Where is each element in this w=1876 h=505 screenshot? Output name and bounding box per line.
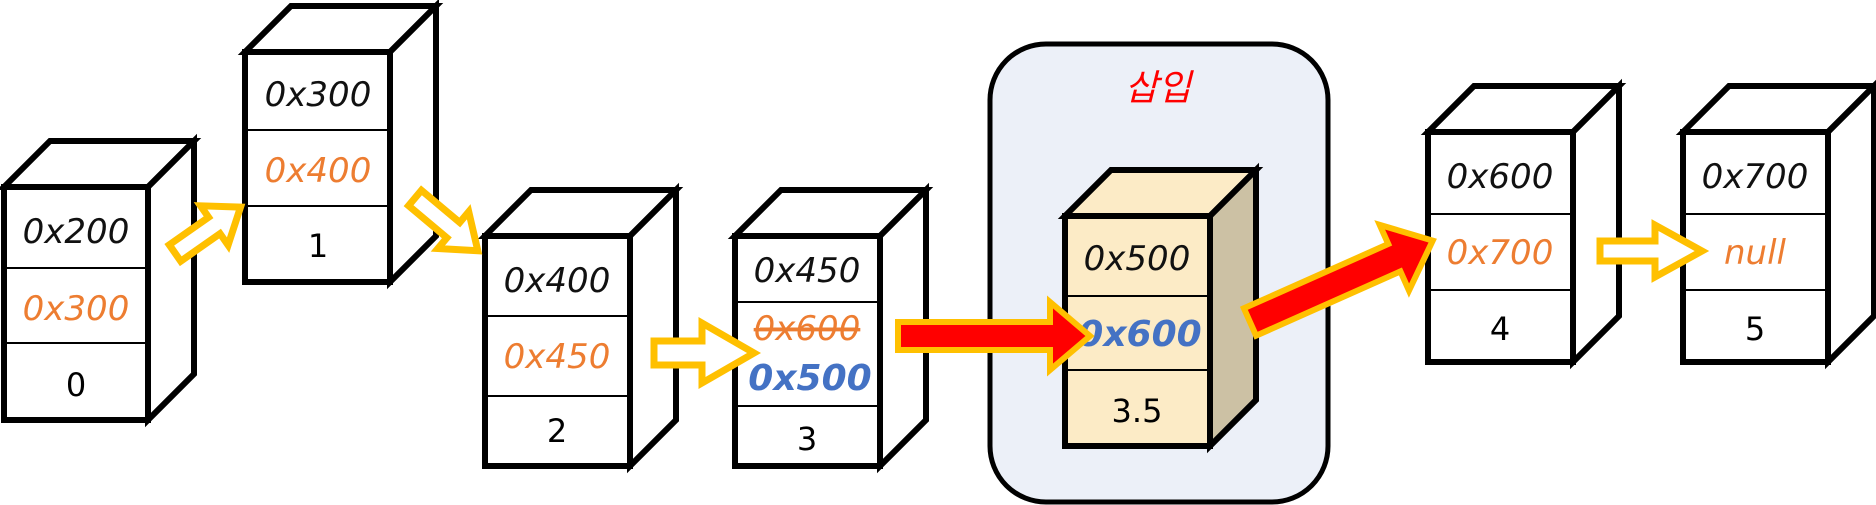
node-3-address: 0x450 (754, 251, 861, 291)
node-2-index: 2 (547, 412, 567, 450)
node-5: 0x700 null 5 (1675, 79, 1876, 370)
arrow-node4-to-node5 (1596, 219, 1710, 283)
node-2-side-face (627, 182, 679, 474)
node-4-address: 0x600 (1447, 157, 1554, 197)
node-1: 0x300 0x400 1 (237, 0, 444, 290)
node-inserted-next-pointer: 0x600 (1078, 314, 1201, 355)
node-4-front-face (1425, 129, 1576, 365)
node-4: 0x600 0x700 4 (1420, 78, 1627, 370)
node-0: 0x200 0x300 0 (0, 133, 202, 428)
node-inserted-address: 0x500 (1084, 239, 1191, 279)
node-3-new-next-pointer: 0x500 (748, 358, 871, 399)
node-2-front-face (482, 233, 633, 469)
node-4-side-face (1570, 78, 1622, 370)
arrow-node2-to-node3 (650, 316, 762, 390)
node-0-side-face (145, 133, 197, 428)
node-3-index: 3 (797, 420, 817, 458)
node-2: 0x400 0x450 2 (477, 182, 684, 474)
node-4-index: 4 (1490, 310, 1510, 348)
node-5-index: 5 (1745, 310, 1765, 348)
node-0-front-face (1, 184, 151, 423)
node-inserted: 0x500 0x600 3.5 (1057, 162, 1264, 454)
node-inserted-front-face (1062, 213, 1213, 449)
node-1-front-face (242, 49, 393, 285)
node-2-next-pointer: 0x450 (504, 337, 611, 377)
node-5-side-face (1825, 79, 1876, 370)
arrow-node0-to-node1 (164, 202, 246, 267)
node-5-next-pointer: null (1724, 233, 1787, 273)
node-1-next-pointer: 0x400 (265, 151, 372, 191)
node-3-front-face (732, 233, 883, 469)
node-4-next-pointer: 0x700 (1447, 233, 1554, 273)
node-5-front-face (1680, 129, 1831, 365)
node-0-next-pointer: 0x300 (23, 289, 130, 329)
node-2-address: 0x400 (504, 261, 611, 301)
node-inserted-index: 3.5 (1112, 392, 1163, 430)
node-1-address: 0x300 (265, 75, 372, 115)
node-5-address: 0x700 (1702, 157, 1809, 197)
node-3: 0x450 0x600 0x500 3 (727, 182, 934, 474)
node-1-side-face (387, 0, 439, 290)
insert-label: 삽입 (1125, 68, 1194, 109)
node-0-index: 0 (66, 366, 86, 404)
node-0-address: 0x200 (23, 212, 130, 252)
node-1-index: 1 (308, 227, 328, 265)
arrow-inserted-to-node4 (1239, 220, 1437, 340)
arrow-node3-to-inserted (895, 295, 1095, 377)
arrow-node1-to-node2 (403, 185, 483, 255)
